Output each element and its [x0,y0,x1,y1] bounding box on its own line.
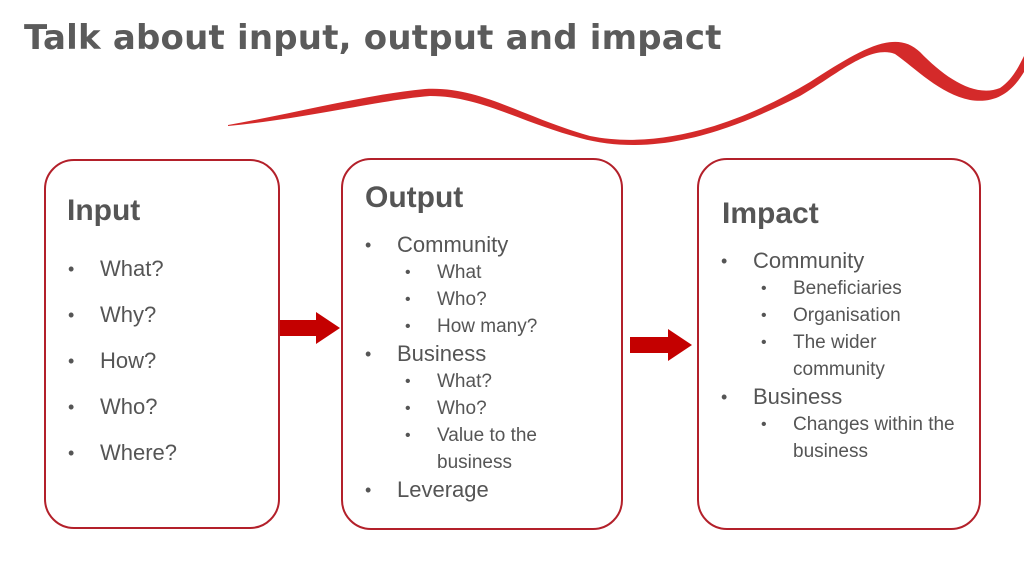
list-item: What? [68,255,177,283]
impact-list: Community Beneficiaries Organisation The… [721,247,971,465]
list-item: Leverage [365,476,615,504]
list-item: What? [365,368,615,395]
list-item: How many? [365,313,615,340]
impact-box: Impact Community Beneficiaries Organisat… [697,158,981,530]
list-item: What [365,259,615,286]
list-item: Where? [68,439,177,467]
list-item: Value to the business [365,422,567,476]
list-item: Business [721,383,971,411]
page-title: Talk about input, output and impact [24,18,722,58]
impact-box-title: Impact [722,197,819,230]
list-item: Why? [68,301,177,329]
input-list: What? Why? How? Who? Where? [68,255,177,485]
arrow-right-icon [630,329,692,361]
list-item: Community [365,231,615,259]
list-item: Organisation [721,302,971,329]
arrow-right-icon [280,312,340,344]
list-item: Changes within the business [721,411,958,465]
list-item: Who? [68,393,177,421]
input-box: Input What? Why? How? Who? Where? [44,159,280,529]
list-item: Who? [365,286,615,313]
output-list: Community What Who? How many? Business W… [365,231,615,504]
input-box-title: Input [67,194,141,227]
list-item: The wider community [721,329,918,383]
output-box: Output Community What Who? How many? Bus… [341,158,623,530]
list-item: Beneficiaries [721,275,971,302]
list-item: How? [68,347,177,375]
list-item: Who? [365,395,615,422]
list-item: Community [721,247,971,275]
list-item: Business [365,340,615,368]
output-box-title: Output [365,181,464,214]
